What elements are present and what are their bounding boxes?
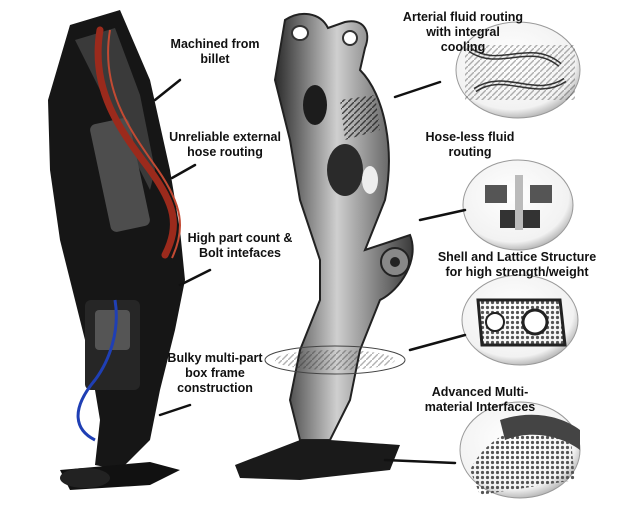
label-arterial-fluid-routing: Arterial fluid routing with integral coo… bbox=[402, 10, 524, 54]
label-machined-from-billet: Machined from billet bbox=[170, 37, 260, 66]
detail-bubble-hoseless bbox=[462, 159, 574, 251]
detail-bubble-lattice bbox=[461, 274, 579, 366]
label-external-hose-routing: Unreliable external hose routing bbox=[169, 130, 281, 159]
label-bulky-box-frame: Bulky multi-part box frame construction bbox=[167, 351, 263, 395]
label-multimaterial-interfaces: Advanced Multi- material Interfaces bbox=[424, 385, 536, 414]
label-high-part-count: High part count & Bolt intefaces bbox=[187, 231, 293, 260]
label-shell-lattice-structure: Shell and Lattice Structure for high str… bbox=[437, 250, 597, 279]
label-hoseless-fluid-routing: Hose-less fluid routing bbox=[425, 130, 515, 159]
conventional-leg bbox=[48, 10, 185, 490]
leader-lines bbox=[153, 78, 467, 465]
printed-leg bbox=[235, 12, 414, 480]
detail-bubble-arterial bbox=[455, 21, 581, 119]
detail-bubble-multimaterial bbox=[459, 401, 581, 499]
